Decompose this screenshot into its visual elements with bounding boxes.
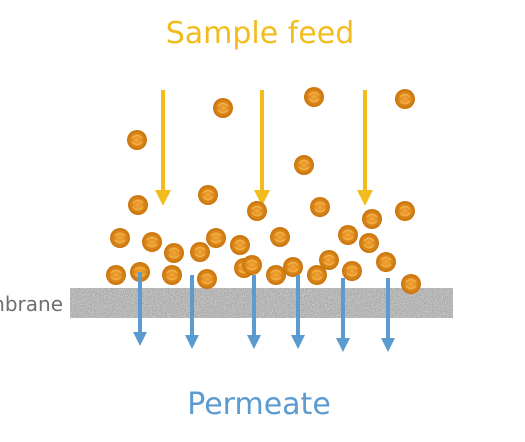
particle — [197, 269, 217, 289]
permeate-arrows — [133, 272, 395, 352]
particle — [362, 209, 382, 229]
particle — [395, 201, 415, 221]
particle — [283, 257, 303, 277]
particle — [198, 185, 218, 205]
particle — [401, 274, 421, 294]
particle — [230, 235, 250, 255]
particle — [106, 265, 126, 285]
permeate-arrow — [381, 278, 395, 352]
feed-arrow — [155, 90, 171, 206]
particle — [142, 232, 162, 252]
particle — [190, 242, 210, 262]
feed-arrow — [254, 90, 270, 206]
permeate-arrow — [247, 275, 261, 349]
membrane — [70, 288, 453, 318]
permeate-arrow — [185, 275, 199, 349]
particle — [127, 130, 147, 150]
particle — [359, 233, 379, 253]
feed-arrows — [155, 90, 373, 206]
feed-arrow — [357, 90, 373, 206]
particle — [376, 252, 396, 272]
permeate-arrow — [133, 272, 147, 346]
permeate-label: Permeate — [187, 387, 331, 422]
particle — [395, 89, 415, 109]
particle — [162, 265, 182, 285]
particle — [338, 225, 358, 245]
particle — [110, 228, 130, 248]
permeate-arrow — [336, 278, 350, 352]
membrane-label: Membrane — [0, 292, 63, 316]
particle — [307, 265, 327, 285]
particle — [342, 261, 362, 281]
particles — [106, 87, 421, 294]
particle — [304, 87, 324, 107]
permeate-arrow — [291, 275, 305, 349]
particle — [270, 227, 290, 247]
particle — [247, 201, 267, 221]
particle — [266, 265, 286, 285]
particle — [206, 228, 226, 248]
particle — [294, 155, 314, 175]
feed-label: Sample feed — [166, 16, 355, 51]
particle — [213, 98, 233, 118]
particle — [242, 255, 262, 275]
particle — [164, 243, 184, 263]
particle — [310, 197, 330, 217]
particle — [128, 195, 148, 215]
particle — [319, 250, 339, 270]
